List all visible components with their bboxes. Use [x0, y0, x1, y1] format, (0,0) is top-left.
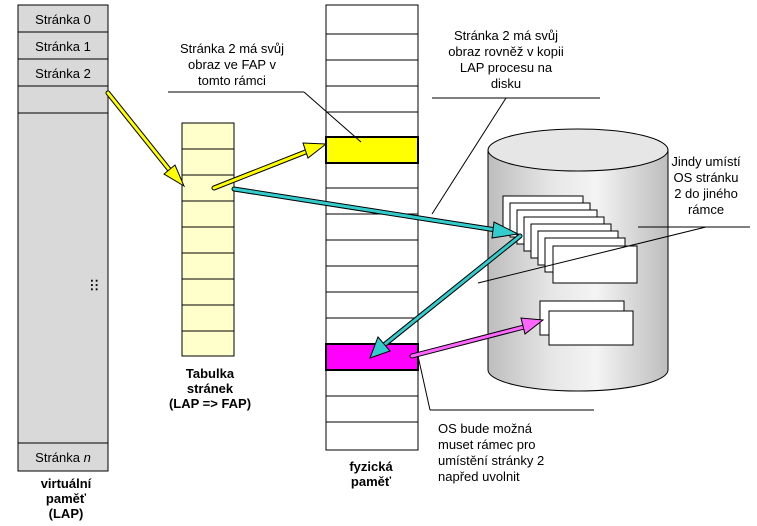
- page-table-caption-3: (LAP => FAP): [169, 396, 251, 411]
- note-evict-line-3: umístění stránky 2: [438, 453, 544, 468]
- virtual-caption-1: virtuální: [41, 476, 92, 491]
- note-other-frame: Jindy umístí OS stránku 2 do jiného rámc…: [671, 154, 741, 217]
- note-evict-line-2: muset rámec pro: [438, 437, 536, 452]
- virtual-page-2-label: Stránka 2: [35, 66, 91, 81]
- physical-caption-1: fyzická: [349, 459, 393, 474]
- note-disk-copy-line-4: disku: [491, 76, 521, 91]
- page-table-box: [182, 123, 234, 356]
- note-evict: OS bude možná muset rámec pro umístění s…: [438, 421, 544, 484]
- physical-caption-2: paměť: [351, 474, 392, 489]
- disk-swap-pages: [540, 301, 633, 345]
- note-other-frame-line-3: 2 do jiného: [674, 186, 738, 201]
- virtual-caption-2: paměť: [46, 491, 87, 506]
- note-frame-line-2: obraz ve FAP v: [188, 57, 276, 72]
- note-evict-line-4: napřed uvolnit: [438, 469, 520, 484]
- note-other-frame-line-4: rámce: [688, 202, 724, 217]
- arrow-yellow-vpage-to-table: [108, 93, 184, 186]
- virtual-ellipsis: :::: [88, 279, 103, 292]
- virtual-page-3: [18, 86, 108, 113]
- physical-memory-box: [326, 5, 418, 450]
- physical-memory: fyzická paměť: [326, 5, 418, 489]
- note-disk-copy-line-2: obraz rovněž v kopii: [448, 44, 564, 59]
- note-frame: Stránka 2 má svůj obraz ve FAP v tomto r…: [180, 41, 284, 88]
- note-evict-line-1: OS bude možná: [438, 421, 533, 436]
- page-table: Tabulka stránek (LAP => FAP): [169, 123, 251, 411]
- virtual-page-0-label: Stránka 0: [35, 12, 91, 27]
- note-other-frame-line-2: OS stránku: [673, 170, 738, 185]
- note-frame-line-1: Stránka 2 má svůj: [180, 41, 284, 56]
- virtual-page-n-label: Stránka n: [35, 450, 91, 465]
- virtual-memory: Stránka 0 Stránka 1 Stránka 2 Stránka n …: [18, 5, 108, 521]
- disk-top: [488, 129, 668, 171]
- virtual-caption-3: (LAP): [49, 506, 84, 521]
- note-disk-copy: Stránka 2 má svůj obraz rovněž v kopii L…: [448, 28, 564, 91]
- note-other-frame-line-1: Jindy umístí: [671, 154, 741, 169]
- frame-page-2: [326, 137, 418, 163]
- page-table-caption-2: stránek: [187, 381, 234, 396]
- note-frame-line-3: tomto rámci: [198, 73, 266, 88]
- virtual-page-1-label: Stránka 1: [35, 39, 91, 54]
- page-table-caption-1: Tabulka: [186, 366, 235, 381]
- note-disk-copy-line-1: Stránka 2 má svůj: [454, 28, 558, 43]
- note-disk-copy-line-3: LAP procesu na: [460, 60, 553, 75]
